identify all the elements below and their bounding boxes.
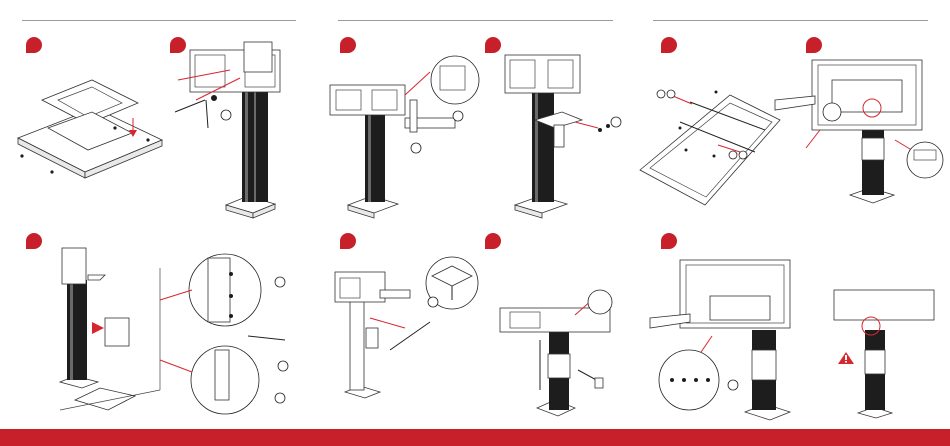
warning-triangle-icon xyxy=(838,352,854,364)
step-4-shelf-illustration xyxy=(505,55,621,218)
footer-bar xyxy=(0,429,950,446)
step-1-base-illustration xyxy=(18,80,162,178)
step-7-cover-illustration xyxy=(60,248,288,414)
step-9-cable-illustration xyxy=(500,290,612,416)
step-5-tv-brackets-illustration xyxy=(640,90,780,205)
step-8-column-illustration xyxy=(335,257,478,398)
step-6-tv-mounted-illustration xyxy=(775,60,943,203)
step-3-arms-illustration xyxy=(330,56,479,218)
step-10-final-illustration xyxy=(650,260,934,420)
step-2-column-illustration xyxy=(175,42,280,218)
